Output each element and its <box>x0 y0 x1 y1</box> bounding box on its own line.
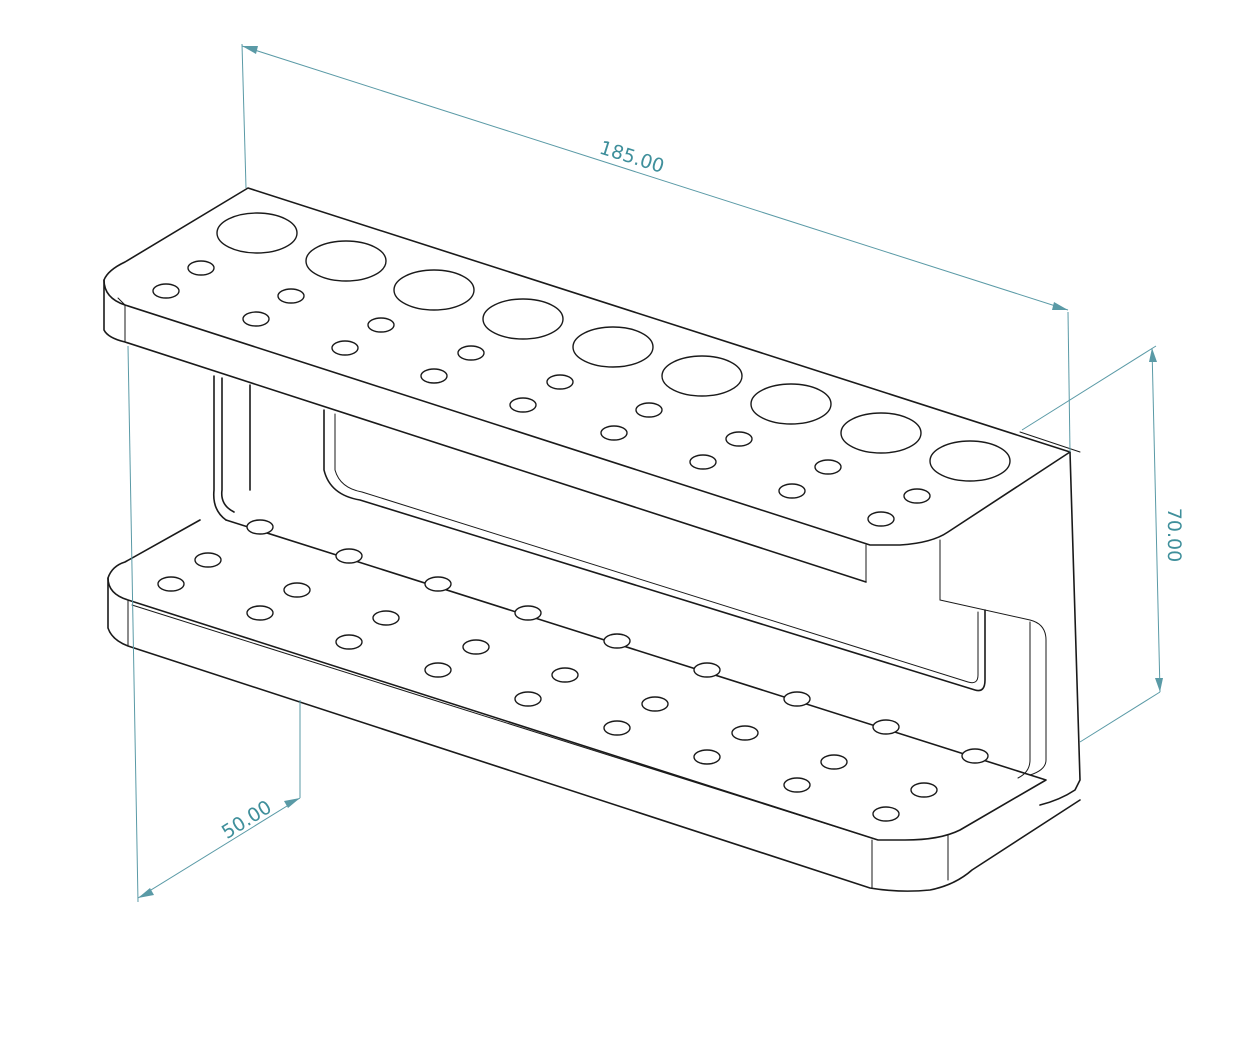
bottom-tray-holes <box>157 519 989 822</box>
tray-hole <box>246 519 274 535</box>
large-hole <box>840 412 922 454</box>
large-hole <box>216 212 298 254</box>
bottom-tray-surface <box>107 519 1047 841</box>
tray-hole <box>246 605 274 621</box>
small-hole <box>635 402 663 418</box>
tray-hole <box>603 720 631 736</box>
tray-hole <box>462 639 490 655</box>
tray-hole <box>693 662 721 678</box>
tray-hole <box>641 696 669 712</box>
large-hole <box>482 298 564 340</box>
small-hole <box>152 283 180 299</box>
small-hole <box>331 340 359 356</box>
small-hole <box>814 459 842 475</box>
small-hole <box>546 374 574 390</box>
rack-body <box>103 187 1081 892</box>
tray-hole <box>731 725 759 741</box>
tray-hole <box>335 634 363 650</box>
tray-hole <box>514 605 542 621</box>
tray-hole <box>961 748 989 764</box>
tray-hole <box>603 633 631 649</box>
small-hole <box>420 368 448 384</box>
bottom-tray-lip <box>131 604 879 841</box>
tray-hole <box>194 552 222 568</box>
small-hole <box>689 454 717 470</box>
tray-hole <box>783 691 811 707</box>
small-hole <box>457 345 485 361</box>
top-plate-large-holes <box>216 212 1011 482</box>
depth-dimension-label: 50.00 <box>218 796 276 843</box>
tray-hole <box>283 582 311 598</box>
tray-hole <box>514 691 542 707</box>
length-dimension-label: 185.00 <box>597 137 667 178</box>
top-plate-inner-edge <box>117 297 126 306</box>
back-wall-face <box>1039 451 1081 806</box>
back-cutout-outer <box>323 409 986 692</box>
tray-hole <box>372 610 400 626</box>
tray-hole <box>910 782 938 798</box>
large-hole <box>305 240 387 282</box>
dimension-height: 70.00 <box>1021 345 1185 743</box>
tray-hole <box>872 719 900 735</box>
back-cutout-inner <box>334 413 979 684</box>
tray-hole <box>783 777 811 793</box>
top-plate-front-edge <box>124 304 941 601</box>
small-hole <box>778 483 806 499</box>
tray-hole <box>424 576 452 592</box>
small-hole <box>867 511 895 527</box>
small-hole <box>903 488 931 504</box>
bottom-tray-front-edges <box>127 599 949 889</box>
large-hole <box>572 326 654 368</box>
small-hole <box>509 397 537 413</box>
bottom-tray-front-face <box>107 577 1081 892</box>
back-cutout-right-inner <box>1017 621 1031 779</box>
tray-hole <box>157 576 185 592</box>
large-hole <box>393 269 475 311</box>
back-wall-inner-edge <box>1019 431 1081 453</box>
small-hole <box>367 317 395 333</box>
height-dimension-label: 70.00 <box>1163 508 1185 562</box>
tray-hole <box>551 667 579 683</box>
top-plate-small-holes <box>152 260 931 527</box>
small-hole <box>277 288 305 304</box>
large-hole <box>661 355 743 397</box>
tray-hole <box>424 662 452 678</box>
tray-hole <box>872 806 900 822</box>
small-hole <box>242 311 270 327</box>
tray-hole <box>820 754 848 770</box>
small-hole <box>600 425 628 441</box>
large-hole <box>929 440 1011 482</box>
tray-hole <box>693 749 721 765</box>
tray-hole <box>335 548 363 564</box>
small-hole <box>725 431 753 447</box>
left-column <box>212 375 251 521</box>
small-hole <box>187 260 215 276</box>
back-cutout-top <box>939 599 1047 776</box>
top-plate-surface <box>103 187 1071 546</box>
large-hole <box>750 383 832 425</box>
